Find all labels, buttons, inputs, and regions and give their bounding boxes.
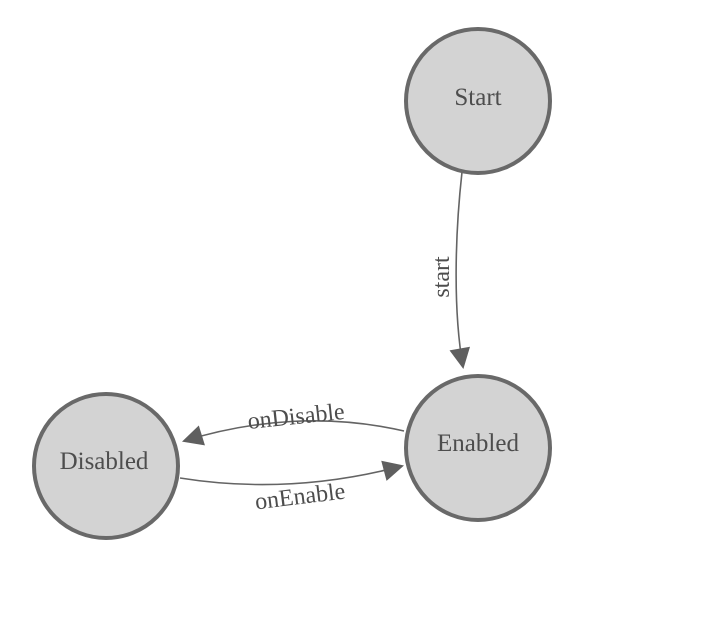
node-start[interactable]: Start: [404, 27, 552, 175]
edge-on-disable: onDisable: [182, 399, 405, 446]
node-disabled[interactable]: Disabled: [32, 392, 180, 540]
node-disabled-circle[interactable]: [32, 392, 180, 540]
node-enabled-label: Enabled: [437, 430, 519, 457]
edge-on-disable-line[interactable]: [182, 420, 405, 446]
edge-label-start: start: [429, 256, 455, 298]
node-start-label: Start: [454, 84, 501, 111]
edge-label-on-disable: onDisable: [246, 399, 345, 435]
node-enabled-circle[interactable]: [404, 374, 552, 522]
node-start-circle[interactable]: [404, 27, 552, 175]
node-enabled[interactable]: Enabled: [404, 374, 552, 522]
edge-on-enable: onEnable: [179, 460, 405, 515]
node-disabled-label: Disabled: [60, 448, 149, 475]
edge-start-transition-line[interactable]: [449, 171, 471, 370]
edge-on-enable-line[interactable]: [179, 460, 405, 486]
edge-start-transition: start: [429, 171, 471, 370]
